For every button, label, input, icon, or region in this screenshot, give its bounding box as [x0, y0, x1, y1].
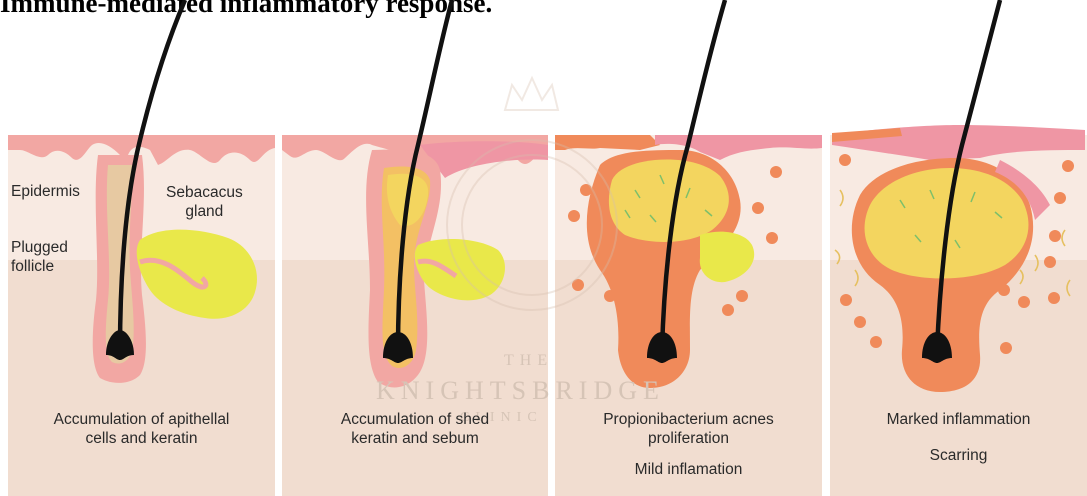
- stage-4-note: Scarring: [830, 446, 1087, 465]
- stage-3-note: Mild inflamation: [555, 460, 822, 479]
- plugged-follicle-label: Plugged follicle: [11, 238, 68, 276]
- epidermis-label: Epidermis: [11, 182, 80, 201]
- stage-3-caption: Propionibacterium acnes proliferation: [555, 410, 822, 448]
- watermark-line-2: KNIGHTSBRIDGE: [376, 376, 665, 406]
- stage-1-caption: Accumulation of apithellal cells and ker…: [8, 410, 275, 448]
- watermark-line-1: THE: [504, 352, 553, 370]
- stage-4-caption: Marked inflammation: [830, 410, 1087, 429]
- sebaceous-gland-label: Sebacacus gland: [166, 183, 243, 221]
- stage-2-caption: Accumulation of shed keratin and sebum: [282, 410, 548, 448]
